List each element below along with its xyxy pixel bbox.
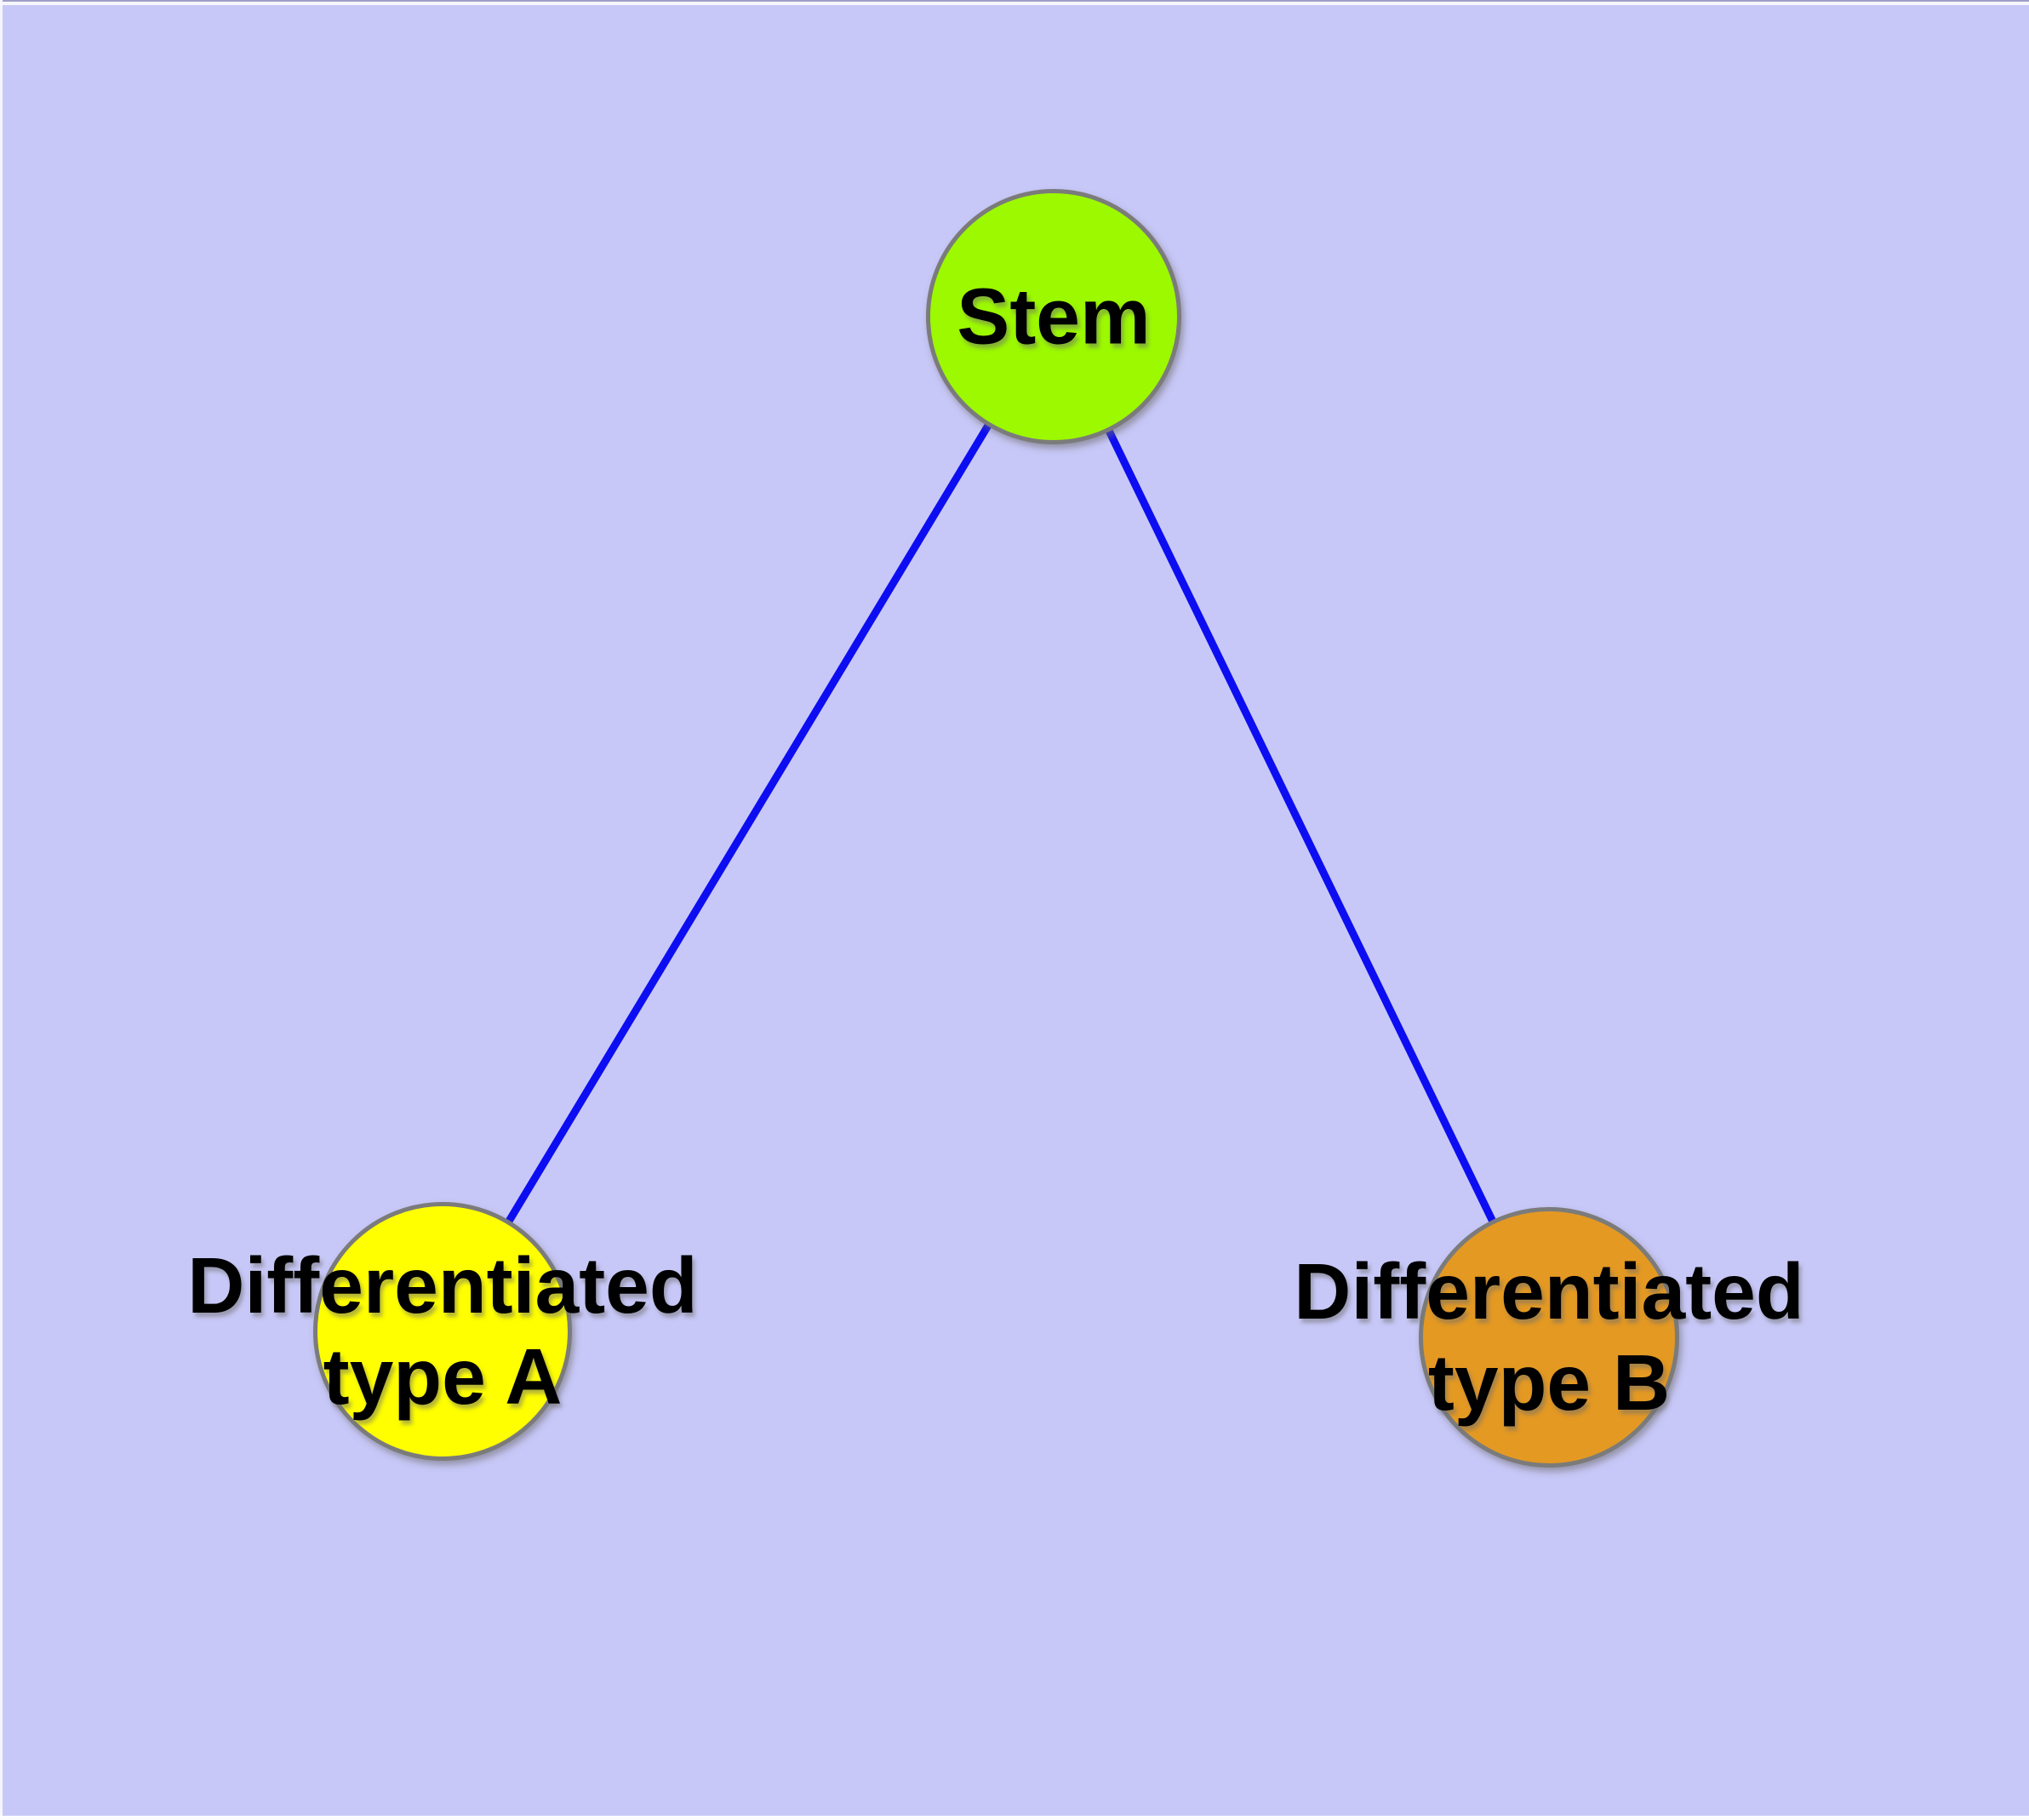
edge-stem-to-type-a[interactable] — [439, 314, 1057, 1334]
window-edge-bottom — [0, 1816, 2029, 1820]
window-edge-left — [0, 0, 3, 1820]
edge-stem-to-type-b[interactable] — [1049, 315, 1553, 1339]
window-edge-top — [0, 0, 2029, 5]
node-stem[interactable] — [926, 189, 1181, 444]
node-differentiated-type-a[interactable] — [313, 1202, 572, 1461]
node-differentiated-type-b[interactable] — [1419, 1207, 1679, 1468]
